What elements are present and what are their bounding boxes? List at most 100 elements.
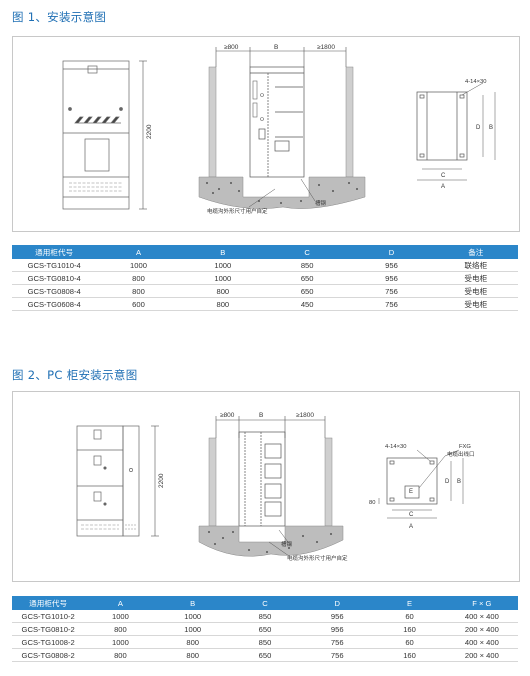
cell: 160 <box>373 622 446 636</box>
cell: 956 <box>349 271 434 285</box>
pc-height-dimension <box>151 425 159 537</box>
section2-title: 图 2、PC 柜安装示意图 <box>12 368 138 382</box>
header-cell: C <box>228 596 302 610</box>
pc-cabinet-side-view <box>238 431 286 527</box>
dim-80-label: 80 <box>369 500 375 506</box>
pc-leader-lines <box>268 529 292 557</box>
header-cell: 通用柜代号 <box>12 245 97 259</box>
pc-channel-steel-label: 槽钢 <box>281 540 293 548</box>
cable-outlet-label: 电缆出线口 <box>447 450 475 458</box>
cell: GCS-TG1008-2 <box>12 635 85 649</box>
cell: 800 <box>84 622 157 636</box>
holes-label: 4-14×30 <box>465 79 486 85</box>
cell: 60 <box>373 635 446 649</box>
cell: 800 <box>156 635 229 649</box>
vent-slots <box>69 182 123 192</box>
cell: GCS-TG0808-4 <box>12 284 97 298</box>
cell: GCS-TG0608-4 <box>12 297 97 311</box>
cell: 850 <box>228 635 302 649</box>
table-row: GCS-TG0810-4 800 1000 650 956 受电柜 <box>12 271 518 285</box>
label-d: D <box>476 125 481 131</box>
label-a: A <box>441 184 445 190</box>
table-row: GCS-TG0810-2 800 1000 650 956 160 200 × … <box>12 622 518 636</box>
pc-label-a: A <box>409 524 413 530</box>
cell: 756 <box>349 297 434 311</box>
pc-label-e: E <box>409 489 413 495</box>
cell: 756 <box>301 635 374 649</box>
table-header-row: 通用柜代号 A B C D E F × G <box>12 596 518 610</box>
header-cell: D <box>301 596 374 610</box>
header-cell: 备注 <box>433 245 518 259</box>
header-cell: B <box>180 245 265 259</box>
channel-steel-label: 槽钢 <box>315 199 327 207</box>
table-row: GCS-TG1010-4 1000 1000 850 956 联络柜 <box>12 259 518 272</box>
cell: 850 <box>264 259 350 272</box>
cell: 956 <box>349 259 434 272</box>
dimension-line-top <box>215 47 347 67</box>
cell: 650 <box>264 284 350 298</box>
label-b: B <box>489 125 493 131</box>
plan-dimensions <box>417 82 496 181</box>
cell: 800 <box>96 271 181 285</box>
cell: 1000 <box>180 271 265 285</box>
pc-label-c: C <box>409 512 414 518</box>
header-cell: A <box>96 245 181 259</box>
cell: 956 <box>301 622 374 636</box>
pc-height-label: 2200 <box>158 473 165 488</box>
table-header-row: 通用柜代号 A B C D 备注 <box>12 245 518 259</box>
cell: 800 <box>180 284 265 298</box>
section1-title: 图 1、安装示意图 <box>12 10 107 24</box>
cell: 450 <box>264 297 350 311</box>
fxg-label: FXG <box>459 444 471 450</box>
pc-dim-left-label: ≥800 <box>220 412 235 419</box>
cell: 956 <box>301 610 374 623</box>
pc-dim-mid-label: B <box>259 412 263 419</box>
cabinet-front-view <box>62 60 130 210</box>
leader-lines <box>248 178 316 208</box>
pc-vent-slots <box>81 524 137 530</box>
cell: 650 <box>228 648 302 662</box>
table-row: GCS-TG0808-4 800 800 650 756 受电柜 <box>12 284 518 298</box>
ground-section <box>198 176 366 209</box>
cable-note: 电缆沟外形尺寸用户自定 <box>207 207 268 215</box>
cell: 1000 <box>96 259 181 272</box>
pc-ground-section <box>198 525 344 557</box>
table-row: GCS-TG0608-4 600 800 450 756 受电柜 <box>12 297 518 311</box>
cell: 800 <box>96 284 181 298</box>
cell: 1000 <box>156 622 229 636</box>
drawing-1-svg: 2200 ≥800 B ≥1800 <box>62 44 496 215</box>
cell: 756 <box>301 648 374 662</box>
cell: GCS-TG0810-4 <box>12 271 97 285</box>
header-cell: E <box>373 596 446 610</box>
cell: 650 <box>228 622 302 636</box>
pc-dim-right-label: ≥1800 <box>296 412 314 419</box>
pc-dimension-line-top <box>215 416 326 438</box>
dim-mid-label: B <box>274 44 278 51</box>
pc-cable-note: 电缆沟外形尺寸用户自定 <box>287 554 348 562</box>
pc-label-d: D <box>445 479 450 485</box>
ground-dots <box>206 182 358 204</box>
header-cell: A <box>84 596 157 610</box>
cell: 400 × 400 <box>445 610 518 623</box>
dim-left-label: ≥800 <box>224 44 239 51</box>
header-cell: 通用柜代号 <box>12 596 85 610</box>
height-label: 2200 <box>146 124 153 139</box>
cell: 200 × 400 <box>445 622 518 636</box>
table-row: GCS-TG1010-2 1000 1000 850 956 60 400 × … <box>12 610 518 623</box>
header-cell: B <box>156 596 229 610</box>
pc-ground-dots <box>208 531 332 553</box>
cell: 联络柜 <box>433 259 518 272</box>
wall-right <box>345 66 354 178</box>
pc-wall-right <box>324 437 333 527</box>
header-cell: F × G <box>445 596 518 610</box>
header-cell: D <box>349 245 434 259</box>
pc-wall-left <box>208 437 217 527</box>
cell: 1000 <box>84 635 157 649</box>
cell: 200 × 400 <box>445 648 518 662</box>
pc-plan-dimensions <box>378 449 464 519</box>
header-cell: C <box>264 245 350 259</box>
height-dimension <box>139 60 147 210</box>
spec-table-2: 通用柜代号 A B C D E F × G GCS-TG1010-2 1000 … <box>12 596 518 662</box>
cell: 800 <box>84 648 157 662</box>
installation-drawing-1: 2200 ≥800 B ≥1800 <box>12 36 520 232</box>
